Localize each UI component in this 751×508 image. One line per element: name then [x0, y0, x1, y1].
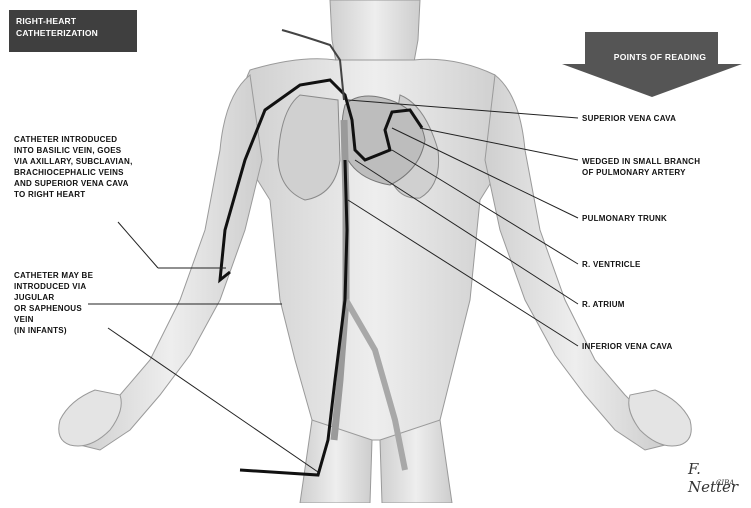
label-pulmonary-trunk: PULMONARY TRUNK	[582, 213, 667, 224]
artist-signature: F. Netter	[688, 460, 751, 496]
title-line-1: RIGHT-HEART	[16, 15, 130, 27]
points-of-reading-label: POINTS OF READING	[585, 52, 735, 62]
label-line: SUPERIOR VENA CAVA	[582, 113, 676, 124]
body-silhouette	[80, 0, 665, 503]
note-line: AND SUPERIOR VENA CAVA	[14, 178, 133, 189]
note-line: JUGULAR	[14, 292, 93, 303]
label-line: OF PULMONARY ARTERY	[582, 167, 700, 178]
label-right-ventricle: R. VENTRICLE	[582, 259, 641, 270]
note-line: TO RIGHT HEART	[14, 189, 133, 200]
label-line: R. VENTRICLE	[582, 259, 641, 270]
right-lung	[278, 95, 340, 200]
note-line: INTO BASILIC VEIN, GOES	[14, 145, 133, 156]
title-box: RIGHT-HEART CATHETERIZATION	[9, 10, 137, 52]
note-line: CATHETER MAY BE	[14, 270, 93, 281]
note-line: VIA AXILLARY, SUBCLAVIAN,	[14, 156, 133, 167]
note-line: BRACHIOCEPHALIC VEINS	[14, 167, 133, 178]
artist-signature-sub: CIBA	[716, 479, 734, 487]
note-line: (IN INFANTS)	[14, 325, 93, 336]
jugular-vein-note: CATHETER MAY BE INTRODUCED VIA JUGULAR O…	[14, 270, 93, 336]
label-line: INFERIOR VENA CAVA	[582, 341, 673, 352]
note-line: OR SAPHENOUS	[14, 303, 93, 314]
label-line: R. ATRIUM	[582, 299, 625, 310]
note-line: VEIN	[14, 314, 93, 325]
note-line: CATHETER INTRODUCED	[14, 134, 133, 145]
label-right-atrium: R. ATRIUM	[582, 299, 625, 310]
label-inferior-vena-cava: INFERIOR VENA CAVA	[582, 341, 673, 352]
label-line: WEDGED IN SMALL BRANCH	[582, 156, 700, 167]
title-line-2: CATHETERIZATION	[16, 27, 130, 39]
note-line: INTRODUCED VIA	[14, 281, 93, 292]
label-wedged-pulmonary-artery: WEDGED IN SMALL BRANCH OF PULMONARY ARTE…	[582, 156, 700, 178]
basilic-vein-note: CATHETER INTRODUCED INTO BASILIC VEIN, G…	[14, 134, 133, 200]
points-of-reading-arrow	[562, 32, 742, 97]
label-superior-vena-cava: SUPERIOR VENA CAVA	[582, 113, 676, 124]
label-line: PULMONARY TRUNK	[582, 213, 667, 224]
